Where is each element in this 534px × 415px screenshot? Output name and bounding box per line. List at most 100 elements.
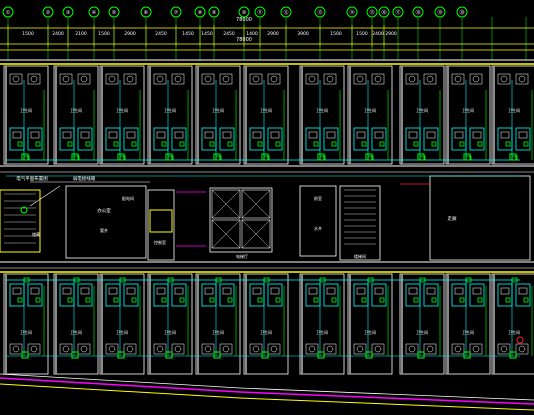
bathroom: [27, 127, 43, 151]
furniture: [249, 73, 263, 85]
light-fixture: [275, 297, 281, 303]
light-fixture: [161, 141, 167, 147]
axis-label: ⑰: [395, 9, 400, 16]
bathroom: [59, 283, 75, 307]
room-unit: [445, 65, 491, 165]
room-label: 卫生间: [70, 329, 82, 335]
bathroom: [59, 127, 75, 151]
furniture: [267, 73, 281, 85]
furniture: [9, 343, 23, 355]
fixture-circle: [126, 345, 134, 353]
room-label: 卫生间: [70, 107, 82, 113]
axis-label: ⑫: [283, 9, 288, 16]
light-fixture: [523, 141, 529, 147]
bathroom: [469, 283, 485, 307]
axis-label: ⑳: [459, 9, 464, 16]
fixture-circle: [80, 75, 88, 83]
axis-label: ④: [92, 10, 97, 16]
light-fixture: [179, 141, 185, 147]
dimension-value: 2400: [372, 31, 384, 37]
bathroom: [219, 283, 235, 307]
bathroom: [469, 127, 485, 151]
fixture-circle: [252, 345, 260, 353]
light-fixture: [67, 297, 73, 303]
furniture: [59, 343, 73, 355]
furniture: [405, 343, 419, 355]
bathroom: [423, 127, 439, 151]
bathroom: [405, 127, 421, 151]
elevator-cross: [241, 219, 271, 249]
room-label: 卫生间: [316, 329, 328, 335]
drawing-labels: 电气平面布置图弱电接线箱: [16, 175, 95, 182]
toilet: [12, 287, 22, 295]
junction-box: [71, 351, 79, 359]
axis-label: ⑤: [112, 10, 116, 16]
bathroom: [371, 127, 387, 151]
toilet: [408, 287, 418, 295]
room-label: 卫生间: [508, 329, 520, 335]
facade-curve: [0, 373, 534, 401]
bathroom: [9, 127, 25, 151]
furniture: [371, 73, 385, 85]
junction-box: [165, 153, 173, 161]
toilet: [308, 287, 318, 295]
room-label: 卫生间: [212, 107, 224, 113]
dimension-value: 1400: [246, 31, 258, 37]
furniture: [201, 343, 215, 355]
fixture-circle: [356, 75, 364, 83]
light-fixture: [379, 141, 385, 147]
toilet: [252, 131, 262, 139]
fixture-circle: [222, 345, 230, 353]
stair-room: [339, 185, 381, 261]
light-fixture: [131, 297, 137, 303]
core-label: 楼梯间: [354, 253, 366, 259]
junction-box: [117, 153, 125, 161]
room-unit: [99, 273, 145, 375]
feeder-line: [29, 185, 61, 207]
junction-box: [261, 351, 269, 359]
dimension-value: 2400: [52, 31, 64, 37]
elevator-shaft: [241, 189, 271, 219]
bathroom: [353, 283, 369, 307]
dimension-value: 1500: [330, 31, 342, 37]
bathroom: [267, 283, 283, 307]
toilet: [12, 131, 22, 139]
fixture-circle: [126, 75, 134, 83]
light-fixture: [131, 141, 137, 147]
facade-curve: [0, 383, 534, 411]
room-label: 卫生间: [116, 107, 128, 113]
elevator-shaft: [211, 189, 241, 219]
bathroom: [515, 283, 531, 307]
fixture-circle: [518, 345, 526, 353]
toilet: [30, 287, 40, 295]
room-unit: [299, 273, 345, 375]
toilet: [270, 131, 280, 139]
core-label: 控制室: [154, 239, 166, 245]
furniture: [249, 343, 263, 355]
light-fixture: [209, 297, 215, 303]
room-label: 卫生间: [164, 329, 176, 335]
dimension-value: 1450: [182, 31, 194, 37]
toilet: [156, 287, 166, 295]
light-fixture: [505, 141, 511, 147]
furniture: [219, 73, 233, 85]
furniture: [353, 343, 367, 355]
fixture-circle: [500, 345, 508, 353]
light-fixture: [413, 141, 419, 147]
fixture-circle: [270, 345, 278, 353]
toilet: [252, 287, 262, 295]
bathroom: [171, 127, 187, 151]
dimension-value: 3900: [297, 31, 309, 37]
room-label: 卫生间: [462, 329, 474, 335]
electrical-wiring: [6, 80, 533, 359]
elevator-bank: [209, 187, 273, 253]
toilet: [500, 131, 510, 139]
toilet: [426, 131, 436, 139]
room-unit: [491, 65, 534, 165]
fixture-circle: [270, 75, 278, 83]
fixture-circle: [518, 75, 526, 83]
light-fixture: [113, 141, 119, 147]
